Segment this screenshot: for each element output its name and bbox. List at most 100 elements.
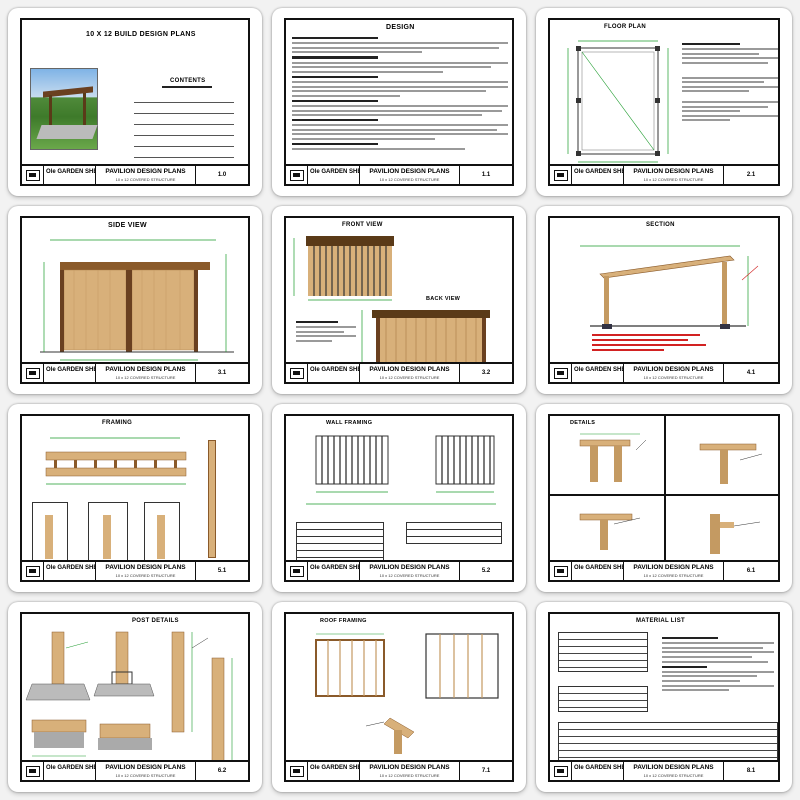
project-label: PAVILION DESIGN PLANS — [105, 564, 186, 571]
page-thumbnail-2[interactable]: DESIGN Ole GARDEN SHEDS PAVILION DESIGN … — [272, 8, 526, 196]
title-block: Ole GARDEN SHEDS PAVILION DESIGN PLANS 10… — [550, 362, 778, 382]
floor-plan-drawing — [567, 40, 669, 163]
page-title: WALL FRAMING — [326, 420, 373, 426]
title-block: Ole GARDEN SHEDS PAVILION DESIGN PLANS10… — [22, 164, 248, 184]
sheet-number: 5.2 — [481, 568, 491, 574]
roof-framing-drawing — [315, 633, 499, 754]
page-title: SECTION — [646, 222, 675, 228]
page-thumbnail-8[interactable]: WALL FRAMING Ole GARDEN SHEDS PAVILIO — [272, 404, 526, 592]
sheet-number: 8.1 — [746, 768, 756, 774]
project-sub-label: 10 x 12 COVERED STRUCTURE — [643, 375, 704, 380]
project-sub-label: 10 x 12 COVERED STRUCTURE — [643, 573, 704, 578]
post-detail-1 — [32, 502, 68, 562]
page-thumbnail-1[interactable]: 10 X 12 BUILD DESIGN PLANS CONTENTS — [8, 8, 262, 196]
project-sub-label: 10 x 12 COVERED STRUCTURE — [115, 773, 176, 778]
back-view-drawing — [361, 310, 490, 367]
sheet-number: 6.2 — [217, 768, 227, 774]
brand-label: Ole GARDEN SHEDS — [44, 762, 96, 780]
sheet-number: 6.1 — [746, 568, 756, 574]
notes-red — [592, 334, 712, 351]
brand-label: Ole GARDEN SHEDS — [308, 762, 360, 780]
page-thumbnail-12[interactable]: MATERIAL LIST Ole GARDEN SHEDS PAVILION … — [536, 602, 792, 792]
title-block: Ole GARDEN SHEDS PAVILION DESIGN PLANS10… — [286, 560, 512, 580]
title-block: Ole GARDEN SHEDS PAVILION DESIGN PLANS10… — [550, 560, 778, 580]
detail-grid-h — [550, 494, 778, 496]
logo-icon — [290, 766, 304, 777]
wall-framing-drawing — [306, 435, 496, 505]
notes-text — [682, 40, 778, 124]
post-bracket-detail — [93, 631, 155, 697]
drawing-sheet: DESIGN Ole GARDEN SHEDS PAVILION DESIGN … — [284, 18, 514, 186]
page-title: ROOF FRAMING — [320, 618, 367, 624]
drawing-sheet: WALL FRAMING Ole GARDEN SHEDS PAVILIO — [284, 414, 514, 582]
project-label: PAVILION DESIGN PLANS — [633, 366, 714, 373]
title-block: Ole GARDEN SHEDS PAVILION DESIGN PLANS 10… — [286, 362, 512, 382]
project-label: PAVILION DESIGN PLANS — [633, 168, 714, 175]
title-block: Ole GARDEN SHEDS PAVILION DESIGN PLANS10… — [22, 362, 248, 382]
footing-detail — [31, 719, 152, 757]
brand-label: Ole GARDEN SHEDS — [44, 562, 96, 580]
page-title: FLOOR PLAN — [604, 24, 646, 30]
brand-label: Ole GARDEN SHEDS — [44, 364, 96, 382]
cut-list-table-2 — [406, 522, 502, 544]
cover-photo — [30, 68, 98, 150]
logo-icon — [26, 170, 40, 181]
page-thumbnail-5[interactable]: FRONT VIEW BACK VIEW — [272, 206, 526, 394]
drawing-sheet: 10 X 12 BUILD DESIGN PLANS CONTENTS — [20, 18, 250, 186]
material-table-1 — [558, 632, 648, 672]
page-thumbnail-6[interactable]: SECTION Ole GARDEN SHEDS PAVILIO — [536, 206, 792, 394]
material-table-2 — [558, 686, 648, 712]
brand-label: Ole GARDEN SHEDS — [572, 364, 624, 382]
title-block: Ole GARDEN SHEDS PAVILION DESIGN PLANS 10… — [22, 560, 248, 580]
project-label: PAVILION DESIGN PLANS — [369, 564, 450, 571]
brand-label: Ole GARDEN SHEDS — [308, 166, 360, 184]
contents-heading: CONTENTS — [170, 78, 206, 84]
logo-icon — [290, 368, 304, 379]
logo-icon — [554, 766, 568, 777]
detail-b — [699, 443, 763, 484]
sheet-number: 1.0 — [217, 172, 227, 178]
sheet-number: 3.2 — [481, 370, 491, 376]
page-title: FRAMING — [102, 420, 133, 426]
detail-c — [579, 513, 641, 550]
drawing-sheet: POST DETAILS — [20, 612, 250, 782]
page-thumbnail-4[interactable]: SIDE VIEW Ole GARDEN SHEDS — [8, 206, 262, 394]
back-view-subtitle: BACK VIEW — [426, 296, 461, 302]
project-sub-label: 10 x 12 COVERED STRUCTURE — [379, 375, 440, 380]
board-detail — [208, 440, 216, 558]
logo-icon — [26, 566, 40, 577]
drawing-sheet: SECTION Ole GARDEN SHEDS PAVILIO — [548, 216, 780, 384]
sheet-number: 5.1 — [217, 568, 227, 574]
project-label: PAVILION DESIGN PLANS — [369, 764, 450, 771]
project-sub-label: 10 x 12 COVERED STRUCTURE — [115, 375, 176, 380]
page-thumbnail-7[interactable]: FRAMING Ole GARDEN SHEDS PAVILION DESIGN… — [8, 404, 262, 592]
drawing-sheet: SIDE VIEW Ole GARDEN SHEDS — [20, 216, 250, 384]
page-thumbnail-11[interactable]: ROOF FRAMING Ole GARDEN SHEDS PAVILION D… — [272, 602, 526, 792]
detail-d — [710, 514, 761, 554]
notes-text — [296, 318, 356, 345]
brand-label: Ole GARDEN SHEDS — [572, 166, 624, 184]
page-title: DESIGN — [386, 24, 415, 31]
page-title: DETAILS — [570, 420, 596, 426]
logo-icon — [554, 170, 568, 181]
project-label: PAVILION DESIGN PLANS — [105, 168, 186, 175]
logo-icon — [554, 566, 568, 577]
sheet-number: 1.1 — [481, 172, 491, 178]
cut-list-table-1 — [296, 522, 384, 562]
body-text — [292, 34, 508, 153]
page-thumbnail-9[interactable]: DETAILS — [536, 404, 792, 592]
logo-icon — [26, 766, 40, 777]
drawing-sheet: FLOOR PLAN Ol — [548, 18, 780, 186]
post-detail-3 — [144, 502, 180, 562]
page-thumbnail-10[interactable]: POST DETAILS — [8, 602, 262, 792]
project-sub-label: 10 x 12 COVERED STRUCTURE — [115, 573, 176, 578]
title-block: Ole GARDEN SHEDS PAVILION DESIGN PLANS10… — [22, 760, 248, 780]
project-label: PAVILION DESIGN PLANS — [369, 366, 450, 373]
page-thumbnail-3[interactable]: FLOOR PLAN Ol — [536, 8, 792, 196]
project-sub-label: 10 x 12 COVERED STRUCTURE — [115, 177, 176, 182]
title-block: Ole GARDEN SHEDS PAVILION DESIGN PLANS10… — [286, 760, 512, 780]
brand-label: Ole GARDEN SHEDS — [308, 364, 360, 382]
title-block: Ole GARDEN SHEDS PAVILION DESIGN PLANS10… — [550, 164, 778, 184]
sheet-number: 7.1 — [481, 768, 491, 774]
sheet-number: 2.1 — [746, 172, 756, 178]
